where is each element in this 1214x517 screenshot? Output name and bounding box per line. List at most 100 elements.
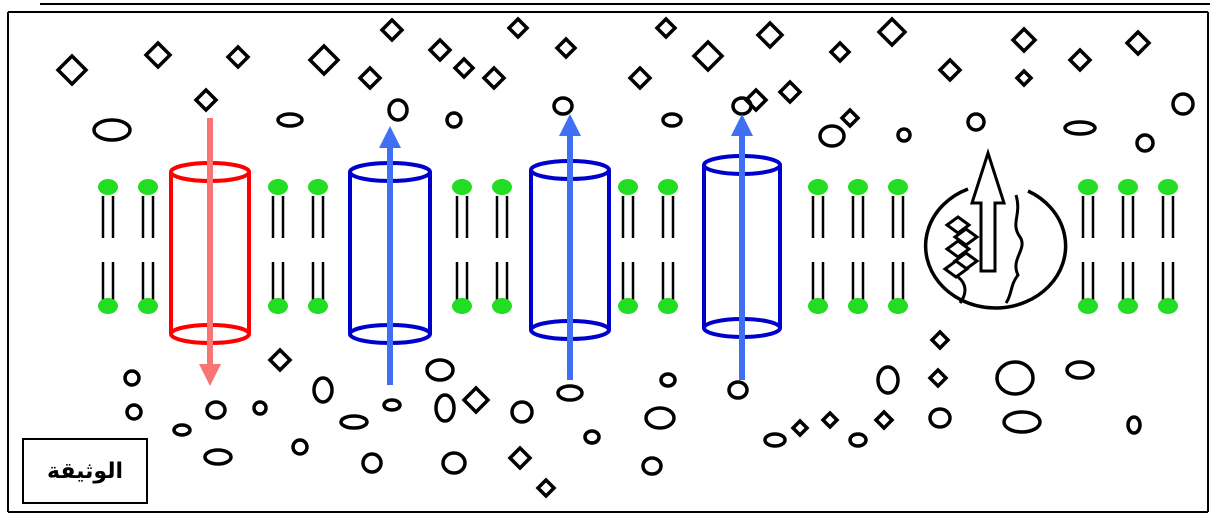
oval-particle bbox=[445, 111, 463, 129]
diamond-particle bbox=[820, 410, 840, 430]
oval-particle bbox=[276, 112, 304, 128]
oval-particle bbox=[291, 438, 309, 456]
diamond-particle bbox=[506, 16, 530, 40]
diamond-particle bbox=[452, 56, 476, 80]
diamond-particle bbox=[876, 16, 908, 48]
lipid-head bbox=[888, 298, 908, 314]
oval-particle bbox=[387, 98, 409, 122]
lipid-head bbox=[1158, 298, 1178, 314]
diamond-particle bbox=[1124, 29, 1152, 57]
oval-particle bbox=[425, 358, 455, 382]
diamond-particle bbox=[839, 107, 861, 129]
oval-particle bbox=[644, 406, 676, 430]
diamond-particle bbox=[1010, 26, 1038, 54]
frame bbox=[7, 3, 1210, 513]
lipid-head bbox=[1078, 179, 1098, 195]
diamond-particle bbox=[937, 57, 963, 83]
red-channel bbox=[169, 118, 251, 386]
lipid-head bbox=[138, 298, 158, 314]
arrow-up-icon bbox=[731, 114, 753, 136]
oval-particle bbox=[1065, 360, 1095, 380]
diamond-particle bbox=[554, 36, 578, 60]
oval-particle bbox=[848, 432, 868, 448]
oval-particle bbox=[123, 369, 141, 387]
lipid-head bbox=[658, 179, 678, 195]
oval-particle bbox=[552, 96, 574, 116]
oval-particle bbox=[1126, 415, 1142, 435]
diamond-particle bbox=[461, 385, 491, 415]
diamond-particle bbox=[743, 87, 769, 113]
oval-particle bbox=[995, 360, 1035, 396]
diamond-particle bbox=[507, 445, 533, 471]
lipid-head bbox=[658, 298, 678, 314]
diamond-particle bbox=[1067, 47, 1093, 73]
oval-particle bbox=[583, 429, 601, 445]
oval-particle bbox=[731, 96, 753, 116]
diamond-particle bbox=[535, 477, 557, 499]
diamond-particle bbox=[828, 40, 852, 64]
lipid-head bbox=[618, 179, 638, 195]
pump-protein bbox=[923, 148, 1068, 310]
channels bbox=[169, 114, 782, 386]
oval-particle bbox=[382, 398, 402, 412]
diamond-particle bbox=[691, 39, 725, 73]
lipid-head bbox=[618, 298, 638, 314]
oval-particle bbox=[966, 112, 986, 132]
diamond-particle bbox=[777, 79, 803, 105]
oval-particle bbox=[876, 365, 900, 395]
oval-particle bbox=[172, 423, 192, 437]
lipid-head bbox=[268, 298, 288, 314]
oval-particle bbox=[727, 380, 749, 400]
oval-particle bbox=[1063, 120, 1097, 136]
oval-particle bbox=[205, 400, 227, 420]
pump-subunit-line bbox=[1004, 194, 1024, 304]
lipid-bilayer bbox=[98, 179, 1178, 314]
arrow-up-icon bbox=[559, 114, 581, 136]
oval-particle bbox=[312, 376, 334, 404]
oval-particle bbox=[661, 112, 683, 128]
oval-particle bbox=[928, 407, 952, 429]
diamond-particle bbox=[357, 65, 383, 91]
oval-particle bbox=[659, 372, 677, 388]
oval-particle bbox=[1002, 410, 1042, 434]
diamond-particle bbox=[654, 16, 678, 40]
diamond-particle bbox=[873, 409, 895, 431]
diamond-particle bbox=[627, 65, 653, 91]
lipid-head bbox=[1158, 179, 1178, 195]
blue-channel-2 bbox=[529, 114, 611, 380]
lipid-head bbox=[138, 179, 158, 195]
lipid-head bbox=[1118, 179, 1138, 195]
lipid-head bbox=[1078, 298, 1098, 314]
diamond-particle bbox=[1014, 68, 1034, 88]
lipid-head bbox=[268, 179, 288, 195]
diamond-particle bbox=[193, 87, 219, 113]
lipid-head bbox=[98, 298, 118, 314]
diamond-particle bbox=[427, 37, 453, 63]
lipid-head bbox=[308, 298, 328, 314]
diamond-particle bbox=[927, 367, 949, 389]
arrow-down-icon bbox=[199, 364, 221, 386]
oval-particle bbox=[125, 403, 143, 421]
diamond-particle bbox=[790, 418, 810, 438]
diamond-particle bbox=[929, 329, 951, 351]
lipid-head bbox=[808, 179, 828, 195]
diamond-particle bbox=[267, 347, 293, 373]
oval-particle bbox=[1171, 92, 1195, 116]
lipid-head bbox=[308, 179, 328, 195]
diamond-particle bbox=[225, 44, 251, 70]
blue-channel-3 bbox=[702, 114, 782, 380]
pump-outline bbox=[923, 187, 1068, 310]
lipid-head bbox=[452, 179, 472, 195]
oval-particle bbox=[339, 414, 369, 430]
diamond-particle bbox=[481, 65, 507, 91]
oval-particle bbox=[441, 451, 467, 475]
document-label: الوثيقة bbox=[22, 438, 148, 504]
oval-particle bbox=[252, 400, 268, 416]
diamond-particle bbox=[55, 53, 89, 87]
lipid-head bbox=[452, 298, 472, 314]
arrow-up-icon bbox=[379, 126, 401, 148]
lipid-head bbox=[808, 298, 828, 314]
lipid-head bbox=[888, 179, 908, 195]
oval-particle bbox=[510, 400, 534, 424]
